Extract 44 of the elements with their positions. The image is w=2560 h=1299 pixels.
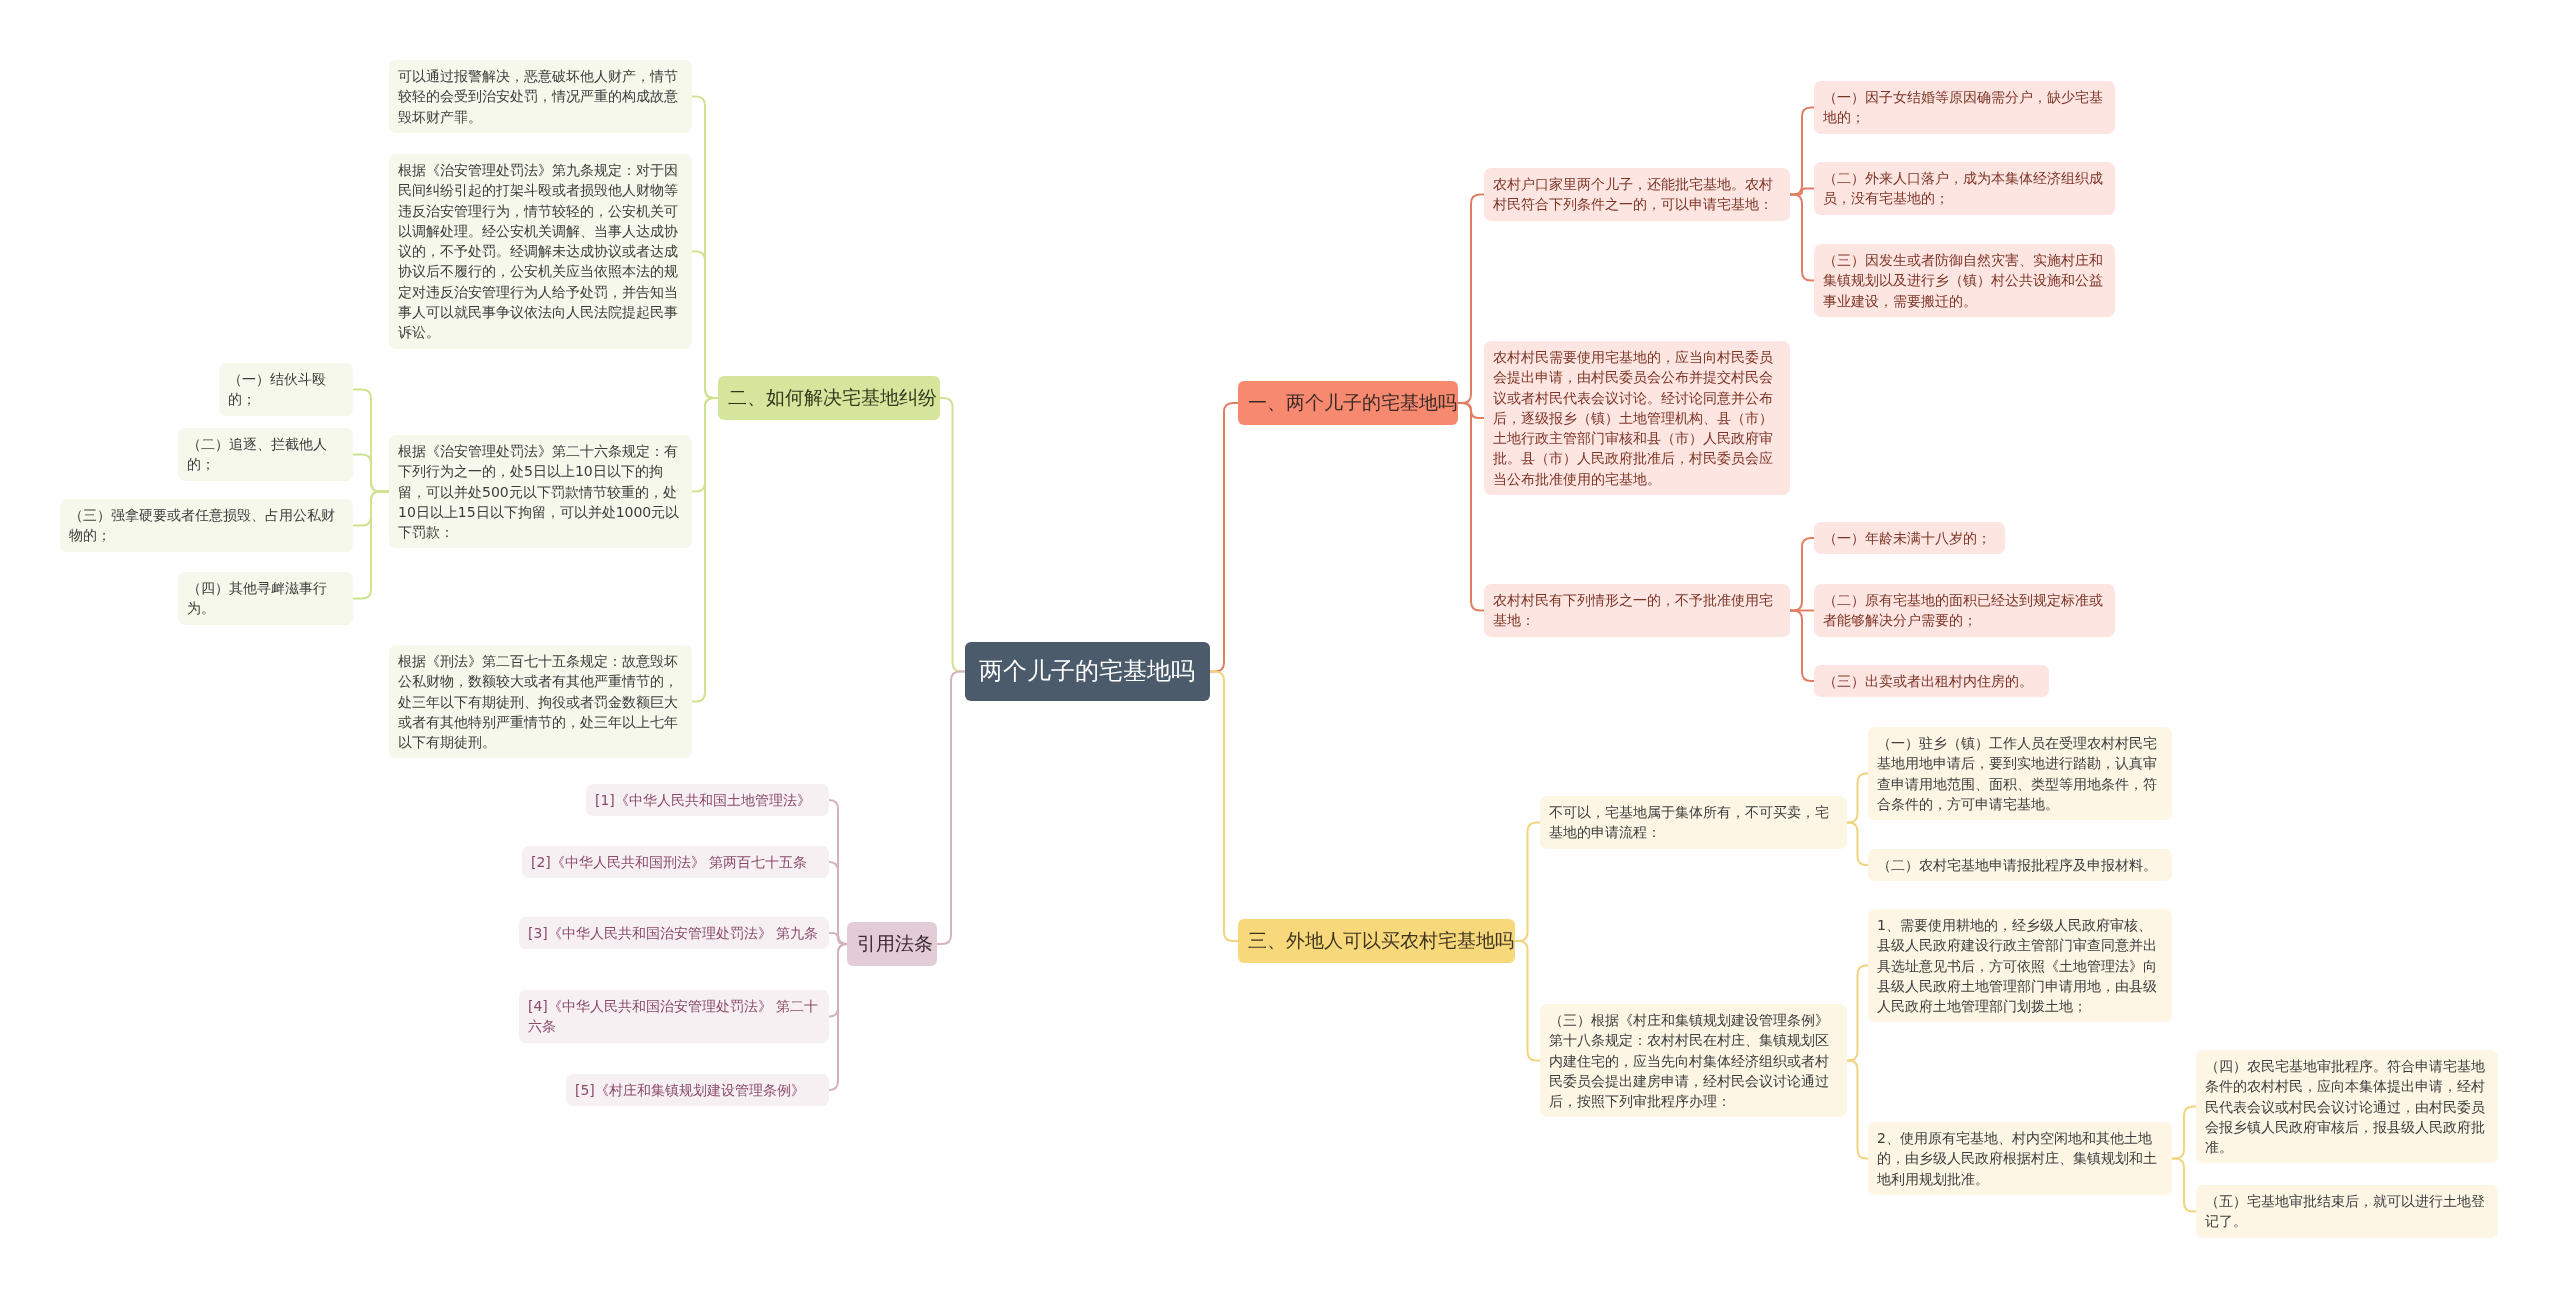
reference-box: [4]《中华人民共和国治安管理处罚法》 第二十六条: [519, 990, 829, 1043]
topic-box: （二）原有宅基地的面积已经达到规定标准或者能够解决分户需要的；: [1814, 584, 2115, 637]
connector-line: [1846, 821, 1869, 866]
reference-box: [1]《中华人民共和国土地管理法》: [586, 784, 829, 817]
topic-box: 根据《治安管理处罚法》第二十六条规定：有下列行为之一的，处5日以上10日以下的拘留，可以并处500元以下罚款情节较重的，处10日以上15日以下拘留，可以并处1000元以下罚款：: [389, 435, 692, 549]
central-topic: 两个儿子的宅基地吗: [965, 642, 1210, 701]
topic-box: （二）农村宅基地申请报批程序及申报材料。: [1868, 849, 2172, 882]
connector-line: [352, 490, 390, 600]
reference-box: [5]《村庄和集镇规划建设管理条例》: [566, 1074, 829, 1107]
topic-box: （三）出卖或者出租村内住房的。: [1814, 665, 2049, 698]
topic-box: （一）结伙斗殴的；: [219, 363, 353, 416]
topic-box: 根据《刑法》第二百七十五条规定：故意毁坏公私财物，数额较大或者有其他严重情节的，处三年以下有期徒刑、拘役或者罚金数额巨大或者有其他特别严重情节的，处三年以上七年以下有期徒刑。: [389, 645, 692, 759]
reference-box: [2]《中华人民共和国刑法》 第两百七十五条: [522, 846, 829, 879]
topic-box: 农村村民有下列情形之一的，不予批准使用宅基地：: [1484, 584, 1790, 637]
topic-box: （一）因子女结婚等原因确需分户，缺少宅基地的；: [1814, 81, 2115, 134]
topic-box: （四）农民宅基地审批程序。符合申请宅基地条件的农村村民，应向本集体提出申请，经村民代表会议或村民会议讨论通过，由村民委员会报乡镇人民政府审核后，报县级人民政府批准。: [2196, 1050, 2498, 1164]
topic-box: 2、使用原有宅基地、村内空闲地和其他土地的，由乡级人民政府根据村庄、集镇规划和土地利用规划批准。: [1868, 1122, 2172, 1195]
topic-box: （二）追逐、拦截他人的；: [178, 428, 353, 481]
topic-box: 农村村民需要使用宅基地的，应当向村民委员会提出申请，由村民委员会公布并提交村民会议或者村民代表会议讨论。经讨论同意并公布后，逐级报乡（镇）土地管理机构、县（市）土地行政主管部门审核和县（市）人民政府审批。县（市）人民政府批准后，村民委员会应当公布批准使用的宅基地。: [1484, 341, 1790, 496]
topic-box: 根据《治安管理处罚法》第九条规定：对于因民间纠纷引起的打架斗殴或者损毁他人财物等违反治安管理行为，情节较轻的，公安机关可以调解处理。经公安机关调解、当事人达成协议的，不予处罚。经调解未达成协议或者达成协议后不履行的，公安机关应当依照本法的规定对违反治安管理行为人给予处罚，并告知当事人可以就民事争议依法向人民法院提起民事诉讼。: [389, 154, 692, 349]
topic-box: （一）年龄未满十八岁的；: [1814, 522, 2005, 555]
topic-box: （三）强拿硬要或者任意损毁、占用公私财物的；: [60, 499, 353, 552]
branch-topic: 一、两个儿子的宅基地吗: [1238, 381, 1458, 425]
branch-topic: 引用法条: [847, 922, 937, 966]
topic-box: 1、需要使用耕地的，经乡级人民政府审核、县级人民政府建设行政主管部门审查同意并出具选址意见书后，方可依照《土地管理法》向县级人民政府土地管理部门申请用地，由县级人民政府土地管理部门划拨土地；: [1868, 909, 2172, 1023]
branch-topic: 三、外地人可以买农村宅基地吗: [1238, 919, 1515, 963]
connector-line: [1846, 964, 1869, 1062]
branch-topic: 二、如何解决宅基地纠纷: [718, 376, 940, 420]
connector-line: [1846, 772, 1869, 824]
connector-line: [828, 943, 848, 1091]
topic-box: （三）根据《村庄和集镇规划建设管理条例》第十八条规定：农村村民在村庄、集镇规划区内建住宅的，应当先向村集体经济组织或者村民委员会提出建房申请，经村民会议讨论通过后，按照下列审批程序办理：: [1540, 1004, 1847, 1118]
topic-box: 农村户口家里两个儿子，还能批宅基地。农村村民符合下列条件之一的，可以申请宅基地：: [1484, 168, 1790, 221]
topic-box: 不可以，宅基地属于集体所有，不可买卖，宅基地的申请流程：: [1540, 796, 1847, 849]
topic-box: （二）外来人口落户，成为本集体经济组织成员，没有宅基地的；: [1814, 162, 2115, 215]
connector-line: [1789, 193, 1815, 282]
topic-box: 可以通过报警解决，恶意破坏他人财产，情节较轻的会受到治安处罚，情况严重的构成故意毁坏财产罪。: [389, 60, 692, 133]
connector-line: [1789, 609, 1815, 682]
topic-box: （四）其他寻衅滋事行为。: [178, 572, 353, 625]
connector-line: [1846, 1059, 1869, 1160]
connector-line: [2171, 1157, 2197, 1213]
reference-box: [3]《中华人民共和国治安管理处罚法》 第九条: [519, 917, 829, 950]
topic-box: （一）驻乡（镇）工作人员在受理农村村民宅基地用地申请后，要到实地进行踏勘，认真审查申请用地范围、面积、类型等用地条件，符合条件的，方可申请宅基地。: [1868, 727, 2172, 821]
topic-box: （五）宅基地审批结束后，就可以进行土地登记了。: [2196, 1185, 2498, 1238]
topic-box: （三）因发生或者防御自然灾害、实施村庄和集镇规划以及进行乡（镇）村公共设施和公益事业建设，需要搬迁的。: [1814, 244, 2115, 317]
